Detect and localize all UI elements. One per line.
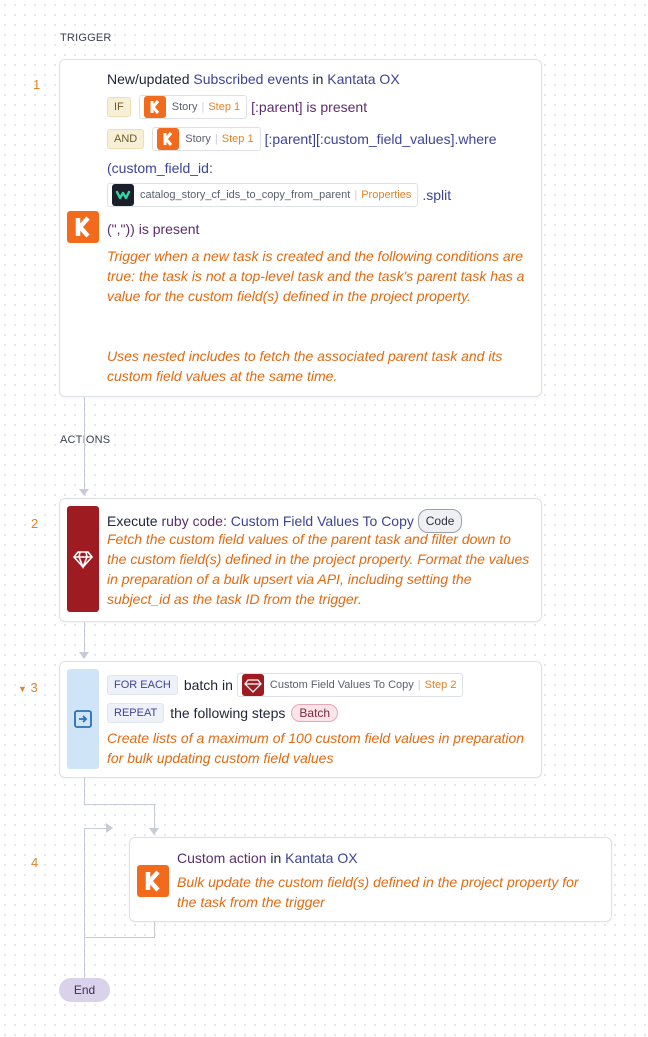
loop-return-line — [154, 920, 155, 937]
trigger-event-link[interactable]: Subscribed events — [193, 71, 309, 87]
datapill-label: catalog_story_cf_ids_to_copy_from_parent — [140, 189, 351, 201]
trigger-description: Trigger when a new task is created and t… — [107, 248, 525, 304]
trigger-description-note: Uses nested includes to fetch the associ… — [107, 348, 503, 384]
kantata-logo-icon — [67, 211, 99, 243]
loop-return-line — [84, 828, 85, 978]
loop-line — [84, 776, 85, 804]
if-keyword: IF — [107, 97, 131, 117]
condition-text-end: (",")) is present — [107, 221, 200, 237]
repeat-description: Create lists of a maximum of 100 custom … — [107, 730, 525, 766]
trigger-section-label: TRIGGER — [60, 32, 112, 44]
action-description: Bulk update the custom field(s) defined … — [177, 874, 579, 910]
loop-return-arrow — [106, 823, 113, 833]
loop-return-line — [84, 828, 106, 829]
trigger-title-in: in — [312, 71, 324, 87]
action-title: Custom action in Kantata OX — [177, 848, 358, 868]
action-card-custom[interactable]: Custom action in Kantata OX Bulk update … — [129, 837, 612, 922]
step-number: 1 — [33, 77, 41, 92]
repeat-row: REPEAT the following steps Batch — [107, 703, 339, 723]
action-title-in: in — [270, 850, 282, 866]
foreach-row: FOR EACH batch in Custom Field Values To… — [107, 673, 464, 697]
trigger-title-prefix: New/updated — [107, 71, 190, 87]
code-badge: Code — [417, 509, 463, 533]
connector-line — [84, 395, 85, 491]
collapse-toggle[interactable]: ▼ 3 — [18, 680, 38, 695]
workato-logo-icon — [112, 184, 134, 206]
action-card-ruby[interactable]: Execute ruby code: Custom Field Values T… — [59, 498, 542, 622]
datapill-story[interactable]: Story|Step 1 — [152, 127, 261, 151]
chevron-down-icon[interactable]: ▼ — [18, 684, 27, 694]
ruby-gem-icon — [241, 674, 264, 696]
datapill-label: Custom Field Values To Copy — [269, 679, 414, 691]
foreach-keyword: FOR EACH — [107, 675, 178, 695]
ruby-gem-icon — [67, 506, 99, 612]
condition-text-cont: (custom_field_id: — [107, 160, 213, 176]
trigger-app-link[interactable]: Kantata OX — [327, 71, 400, 87]
datapill-label: Story — [171, 101, 198, 113]
condition-text: .split — [422, 187, 452, 203]
datapill-label: Story — [185, 133, 211, 145]
batch-badge: Batch — [291, 704, 339, 722]
loop-arrow — [149, 828, 159, 835]
kantata-logo-icon — [157, 128, 180, 150]
datapill-step: Step 1 — [208, 101, 241, 113]
datapill-story[interactable]: Story|Step 1 — [138, 95, 248, 119]
end-node: End — [59, 978, 110, 1002]
action-title-prefix: Execute — [107, 513, 158, 529]
condition-text: [:parent][:custom_field_values].where — [264, 131, 497, 147]
trigger-title: New/updated Subscribed events in Kantata… — [107, 69, 400, 89]
connector-arrow — [79, 489, 89, 496]
action-language: ruby code: — [161, 513, 227, 529]
action-title: Execute ruby code: Custom Field Values T… — [107, 509, 463, 533]
repeat-card[interactable]: FOR EACH batch in Custom Field Values To… — [59, 661, 542, 778]
datapill-property[interactable]: catalog_story_cf_ids_to_copy_from_parent… — [107, 183, 419, 207]
loop-line — [84, 804, 154, 805]
trigger-card[interactable]: New/updated Subscribed events in Kantata… — [59, 59, 542, 397]
action-title-prefix: Custom action — [177, 850, 267, 866]
batch-in-text: batch in — [183, 677, 233, 693]
step-number: 2 — [31, 516, 39, 531]
action-app-link[interactable]: Kantata OX — [285, 850, 358, 866]
following-steps-text: the following steps — [170, 705, 286, 721]
action-description: Fetch the custom field values of the par… — [107, 531, 530, 607]
loop-icon — [67, 669, 99, 769]
datapill-step2[interactable]: Custom Field Values To Copy|Step 2 — [236, 673, 464, 697]
kantata-logo-icon — [137, 865, 169, 897]
datapill-step: Step 1 — [221, 133, 254, 145]
condition-row-and: AND Story|Step 1 [:parent][:custom_field… — [107, 127, 497, 151]
loop-line — [154, 804, 155, 828]
repeat-keyword: REPEAT — [107, 703, 165, 723]
step-number: 4 — [31, 855, 39, 870]
kantata-logo-icon — [143, 96, 166, 118]
actions-section-label: ACTIONS — [60, 434, 111, 446]
condition-row-if: IF Story|Step 1 [:parent] is present — [107, 95, 367, 119]
connector-line — [84, 620, 85, 654]
and-keyword: AND — [107, 129, 145, 149]
condition-row-property: catalog_story_cf_ids_to_copy_from_parent… — [107, 183, 451, 207]
step-number: 3 — [30, 680, 38, 695]
condition-text: [:parent] is present — [251, 99, 368, 115]
datapill-step: Properties — [361, 189, 412, 201]
connector-arrow — [79, 652, 89, 659]
action-name[interactable]: Custom Field Values To Copy — [230, 513, 414, 529]
loop-return-line — [84, 937, 155, 938]
datapill-step: Step 2 — [424, 679, 457, 691]
